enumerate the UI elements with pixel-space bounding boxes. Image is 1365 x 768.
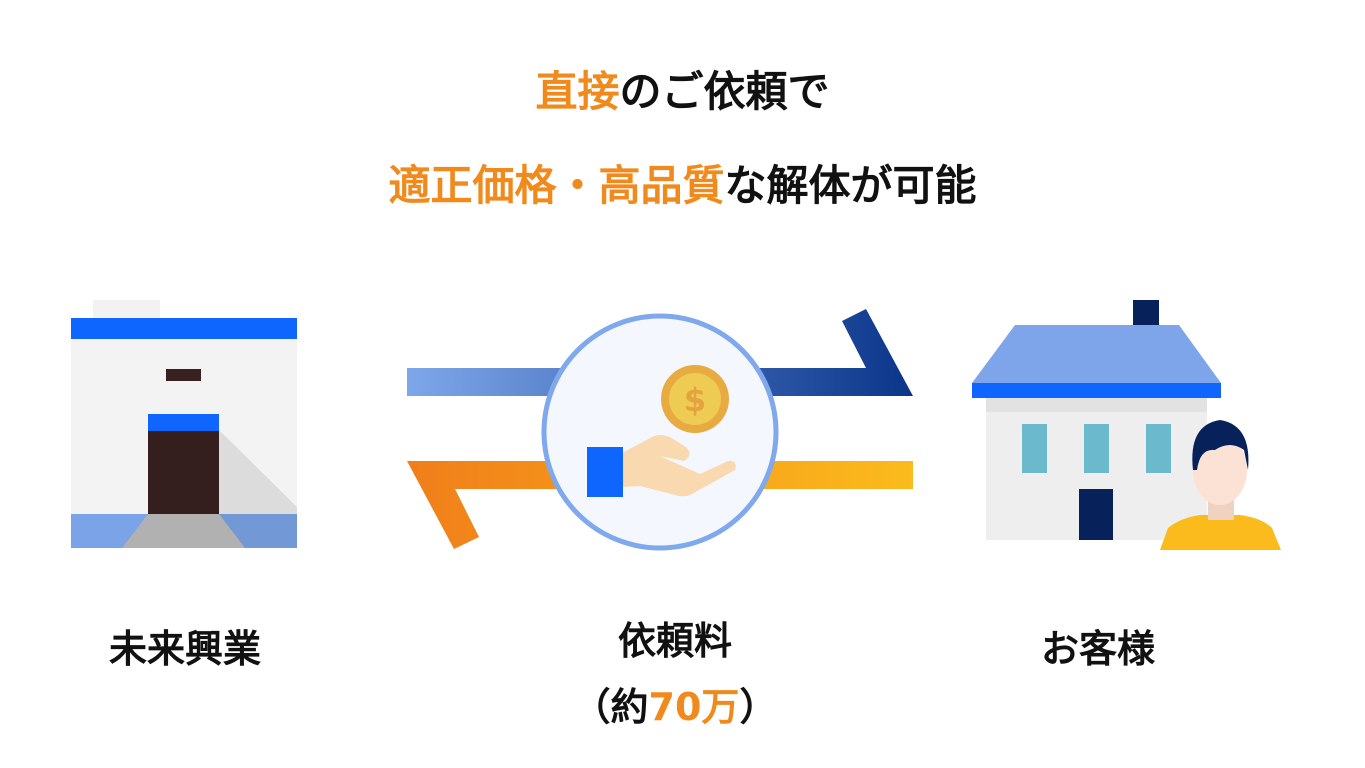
fee-amount: 70万 [648, 685, 740, 729]
fee-amount-line: （約70万） [525, 676, 825, 731]
title-line-1: 直接のご依頼で [0, 58, 1365, 119]
title-text: のご依頼で [619, 67, 830, 116]
svg-text:$: $ [684, 381, 706, 419]
arrow-right-icon [407, 309, 913, 396]
title-text: な解体が可能 [724, 161, 977, 210]
arrow-left-icon [407, 461, 913, 549]
title-line-2: 適正価格・高品質な解体が可能 [0, 152, 1365, 213]
company-label: 未来興業 [108, 627, 261, 671]
title-highlight: 適正価格・高品質 [388, 161, 725, 210]
title-highlight: 直接 [535, 67, 620, 116]
customer-house-icon [972, 300, 1221, 540]
customer-label: お客様 [1040, 627, 1155, 671]
company-building-icon [71, 300, 297, 548]
fee-close: ） [739, 685, 778, 729]
payment-hand-coin-icon: $ [541, 313, 779, 551]
fee-label: 依頼料 [617, 619, 732, 663]
customer-person-icon [1160, 420, 1281, 550]
fee-open: （約 [572, 685, 649, 729]
